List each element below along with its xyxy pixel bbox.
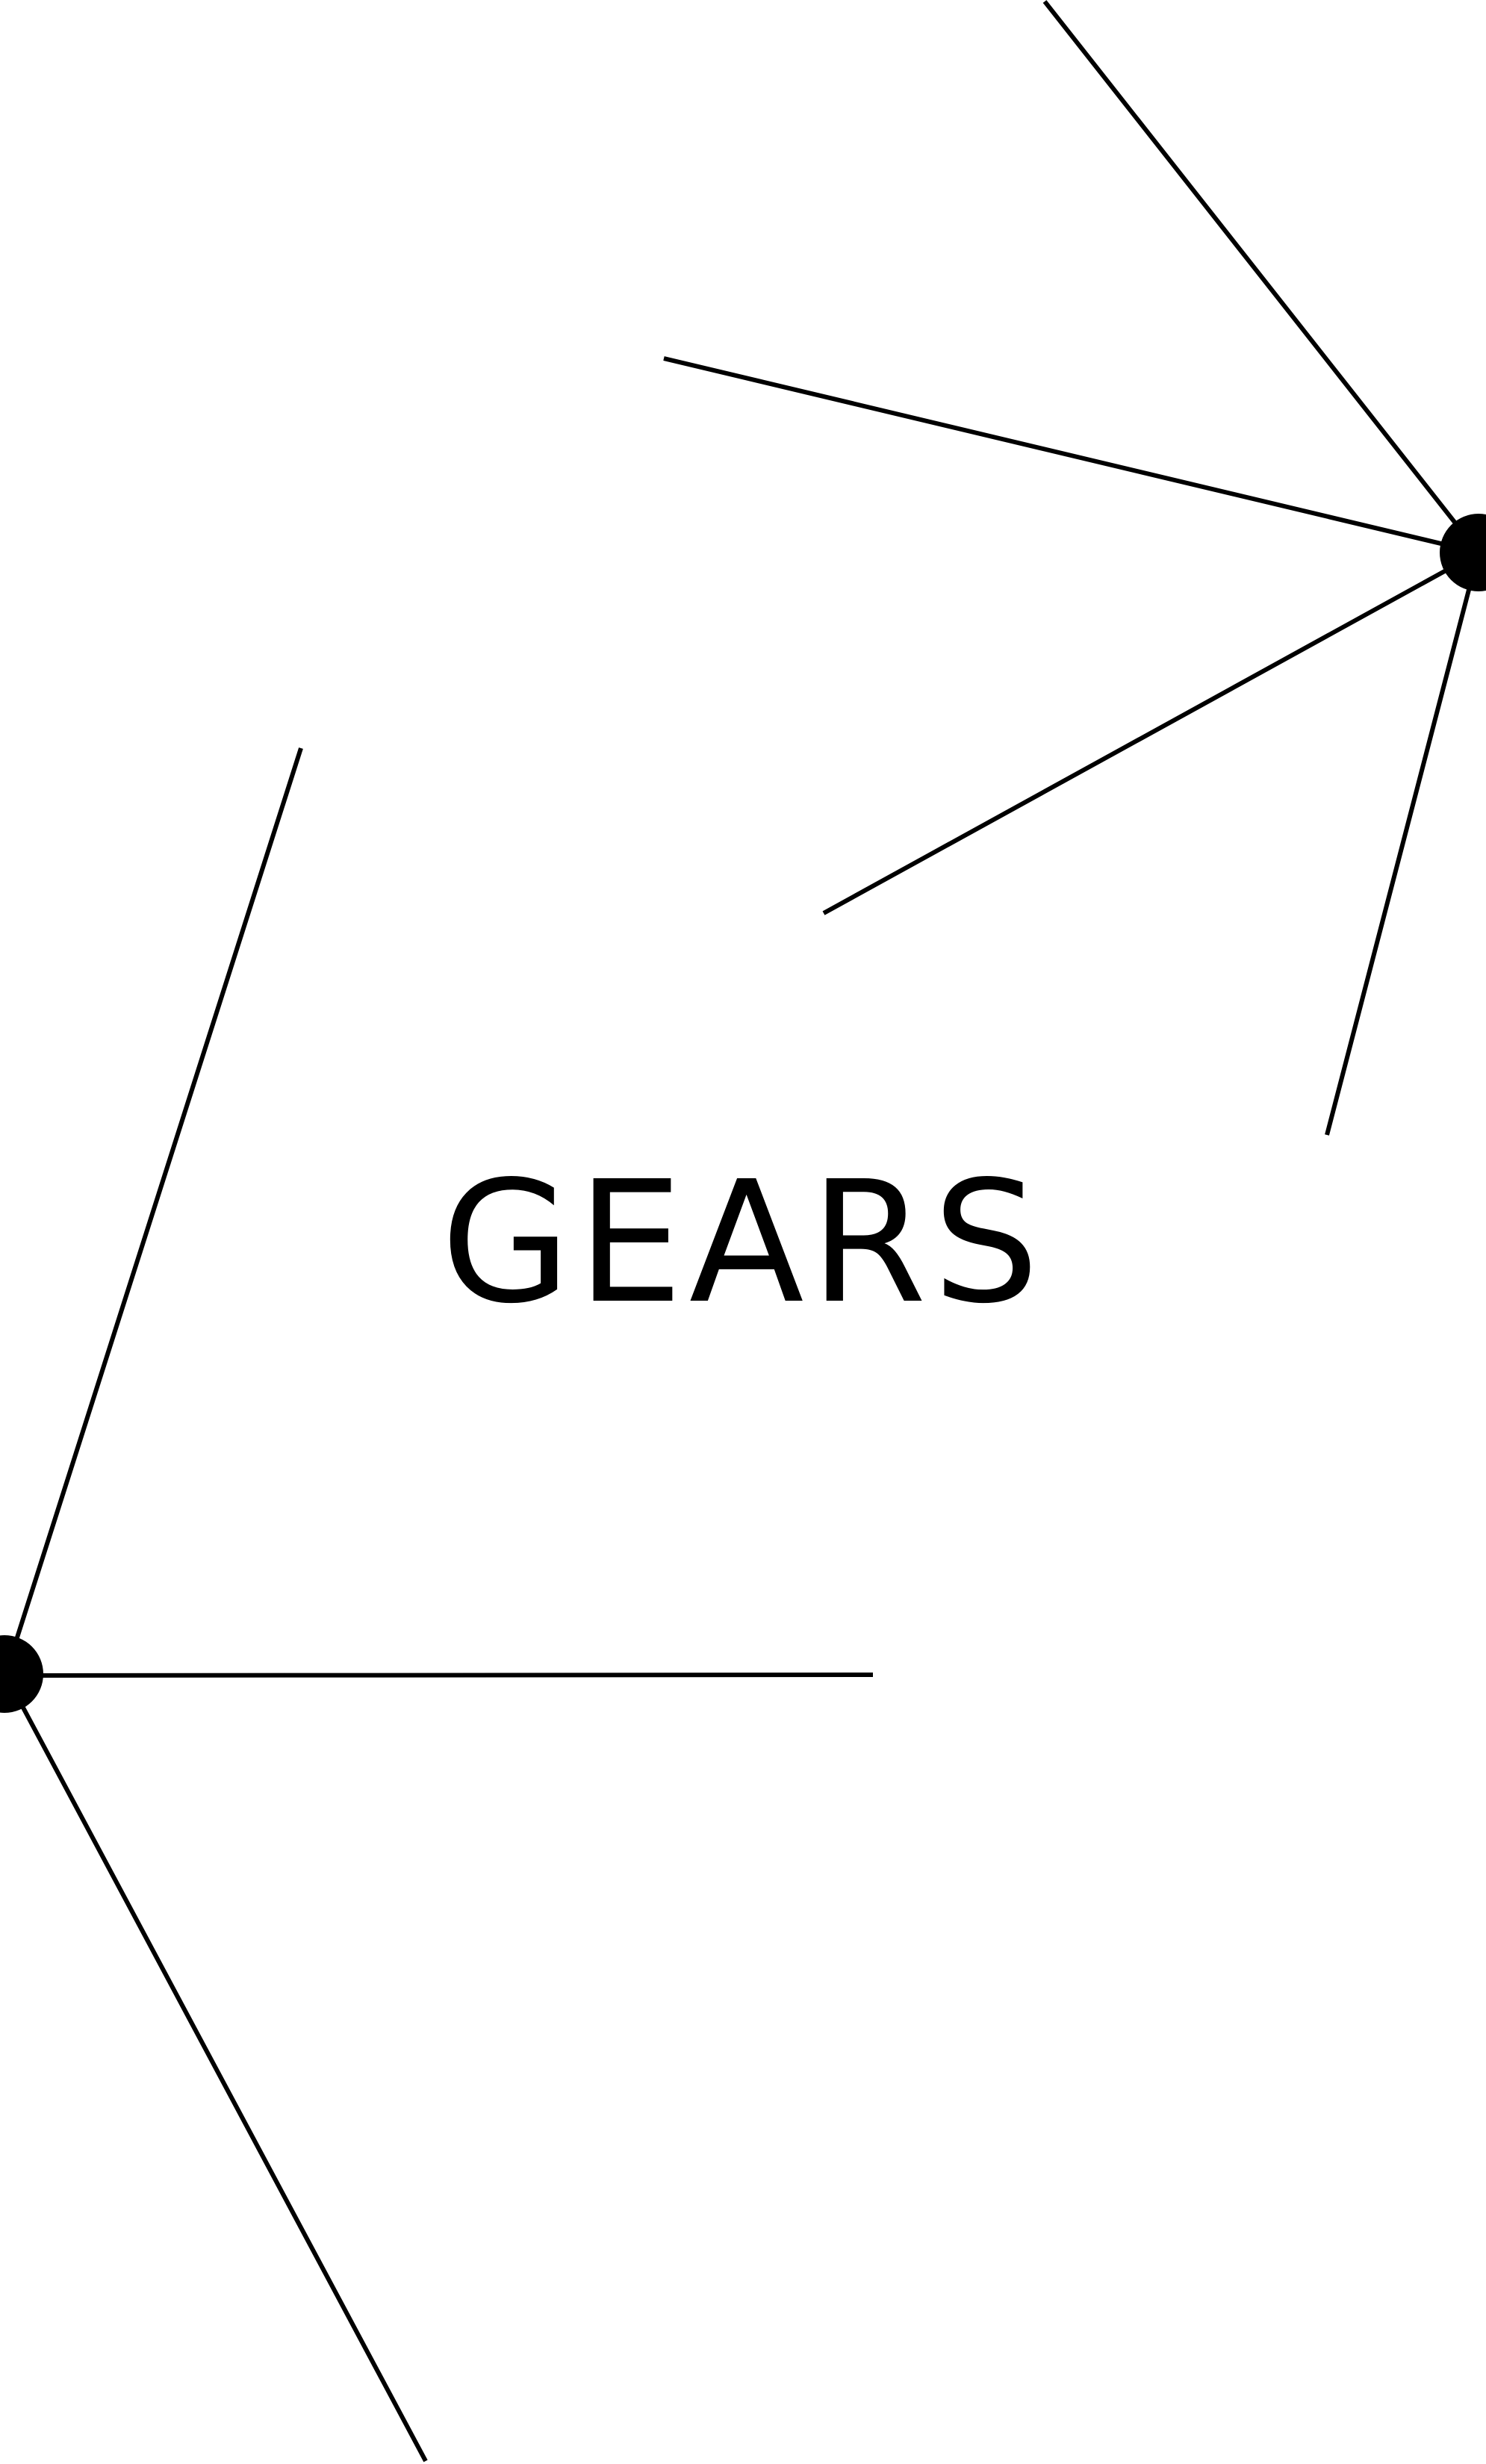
upper-right-gear-spoke-top [1042, 0, 1481, 554]
lower-left-gear-spoke-top [4, 747, 303, 1673]
lower-left-gear-hub [0, 1635, 43, 1713]
lower-left-gear-spoke-right [5, 1673, 874, 1678]
lower-left-gear-spoke-bottom [4, 1674, 428, 2463]
page-title: GEARS [441, 1145, 1045, 1341]
upper-right-gear-spoke-bottom [1325, 552, 1481, 1136]
lower-left-gear [0, 747, 874, 2463]
upper-right-gear-spoke-lower-left [822, 550, 1480, 915]
upper-right-gear-spoke-upper-left [663, 356, 1479, 555]
upper-right-gear-hub [1440, 514, 1486, 591]
upper-right-gear [663, 0, 1486, 1136]
